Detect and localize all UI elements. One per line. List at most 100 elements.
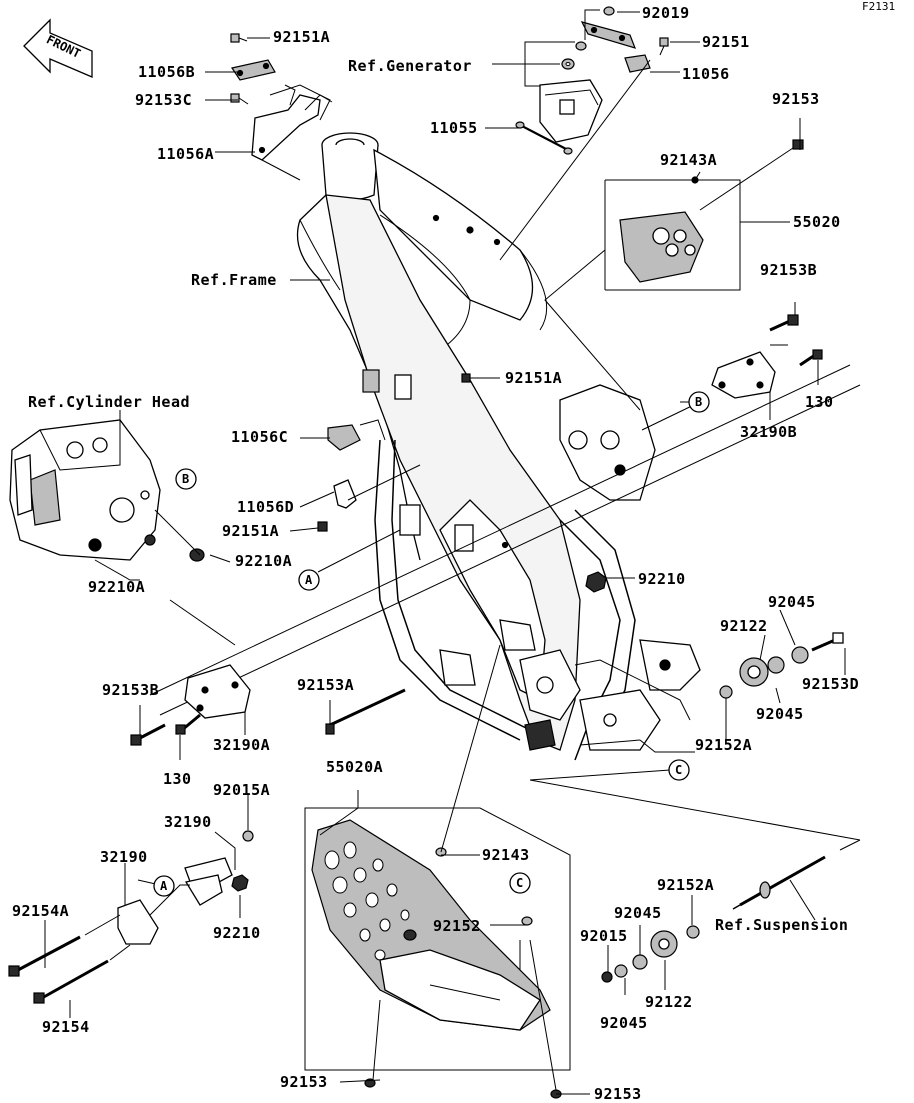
callout-B-left: B	[175, 468, 197, 490]
callout-B-right: B	[688, 391, 710, 413]
label-92153-bot2: 92153	[594, 1085, 642, 1103]
label-92153-right: 92153	[772, 90, 820, 108]
label-92210A-1: 92210A	[235, 552, 292, 570]
roller-92122-lower	[601, 925, 700, 983]
label-92143: 92143	[482, 846, 530, 864]
label-11056D: 11056D	[237, 498, 294, 516]
label-11056C: 11056C	[231, 428, 288, 446]
roller-92122-upper	[719, 632, 844, 699]
label-92151A-top: 92151A	[273, 28, 330, 46]
label-11056A: 11056A	[157, 145, 214, 163]
bolt-92153B-left	[130, 723, 166, 746]
label-11055: 11055	[430, 119, 478, 137]
bolt-130-right	[799, 349, 823, 367]
front-arrow-icon: FRONT	[23, 18, 93, 78]
bracket-11056B	[231, 59, 276, 81]
label-92154: 92154	[42, 1018, 90, 1036]
label-92153A: 92153A	[297, 676, 354, 694]
label-32190-b: 32190	[100, 848, 148, 866]
bolt-92154	[33, 959, 109, 1004]
label-11056: 11056	[682, 65, 730, 83]
cylinder-head-illustration	[9, 419, 205, 562]
label-92015A: 92015A	[213, 781, 270, 799]
label-32190B: 32190B	[740, 423, 797, 441]
bolt-92153C	[230, 93, 249, 105]
label-92143A: 92143A	[660, 151, 717, 169]
label-92153D: 92153D	[802, 675, 859, 693]
label-92045-a: 92045	[768, 593, 816, 611]
callout-B-right-label: B	[695, 395, 702, 409]
label-92019: 92019	[642, 4, 690, 22]
label-130-left: 130	[163, 770, 192, 788]
bracket-11056D	[333, 464, 421, 509]
label-92153B-right: 92153B	[760, 261, 817, 279]
bolt-92151	[659, 37, 669, 56]
bracket-11056	[580, 21, 651, 73]
callout-C-lower-label: C	[516, 876, 523, 890]
label-92151A-low: 92151A	[222, 522, 279, 540]
label-92045-d: 92045	[600, 1014, 648, 1032]
label-92122-a: 92122	[720, 617, 768, 635]
label-11056B: 11056B	[138, 63, 195, 81]
label-55020: 55020	[793, 213, 841, 231]
label-92015: 92015	[580, 927, 628, 945]
label-55020A: 55020A	[326, 758, 383, 776]
bolt-92151A-mid	[461, 373, 471, 383]
callout-C-frame: C	[668, 759, 690, 781]
label-32190-a: 32190	[164, 813, 212, 831]
label-92152A-a: 92152A	[695, 736, 752, 754]
label-ref-cylinder-head: Ref.Cylinder Head	[28, 393, 190, 411]
nut-92210	[585, 571, 607, 593]
label-ref-suspension: Ref.Suspension	[715, 916, 848, 934]
label-92045-c: 92045	[614, 904, 662, 922]
bolt-92151A-low	[317, 521, 328, 532]
label-92153C: 92153C	[135, 91, 192, 109]
bolt-92153B-right	[769, 314, 799, 332]
label-92152A-b: 92152A	[657, 876, 714, 894]
bracket-11056C	[327, 419, 386, 451]
plate-32190B	[711, 351, 776, 399]
label-92045-b: 92045	[756, 705, 804, 723]
callout-A-lower-label: A	[160, 879, 168, 893]
callout-A-frame-label: A	[305, 573, 313, 587]
label-92210: 92210	[638, 570, 686, 588]
label-130-right: 130	[805, 393, 834, 411]
callout-A-lower: A	[153, 875, 175, 897]
label-ref-frame: Ref.Frame	[191, 271, 277, 289]
chain-guide-55020	[619, 139, 804, 283]
frame-illustration	[296, 132, 701, 761]
label-92153B-left: 92153B	[102, 681, 159, 699]
callout-C-lower: C	[509, 872, 531, 894]
figure-code: F2131	[862, 0, 895, 13]
callout-B-left-label: B	[182, 472, 189, 486]
skid-plate-55020A	[311, 819, 562, 1099]
bolt-92153A	[325, 688, 406, 735]
label-92210A-2: 92210A	[88, 578, 145, 596]
label-32190A: 32190A	[213, 736, 270, 754]
generator-washers	[561, 41, 587, 70]
leader-lines	[44, 9, 861, 1095]
bolt-92154A	[8, 935, 81, 977]
label-92153-bot1: 92153	[280, 1073, 328, 1091]
label-92154A: 92154A	[12, 902, 69, 920]
callout-C-frame-label: C	[675, 763, 682, 777]
label-92151-top: 92151	[702, 33, 750, 51]
bolt-92151A-top	[230, 33, 248, 43]
label-92210-b: 92210	[213, 924, 261, 942]
bracket-11055	[515, 79, 603, 155]
plate-32190-left	[117, 899, 159, 945]
washer-92019	[603, 6, 615, 16]
label-92152: 92152	[433, 917, 481, 935]
bolt-130-left	[175, 713, 201, 735]
label-92151A-mid: 92151A	[505, 369, 562, 387]
suspension-shaft	[732, 855, 826, 910]
callout-A-frame: A	[298, 569, 320, 591]
bracket-11056A	[251, 84, 333, 161]
plate-32190A	[184, 664, 251, 719]
plate-32190-lower	[184, 830, 254, 906]
label-ref-generator: Ref.Generator	[348, 57, 472, 75]
label-92122-b: 92122	[645, 993, 693, 1011]
engine-mount-shaft-lines	[149, 364, 861, 716]
